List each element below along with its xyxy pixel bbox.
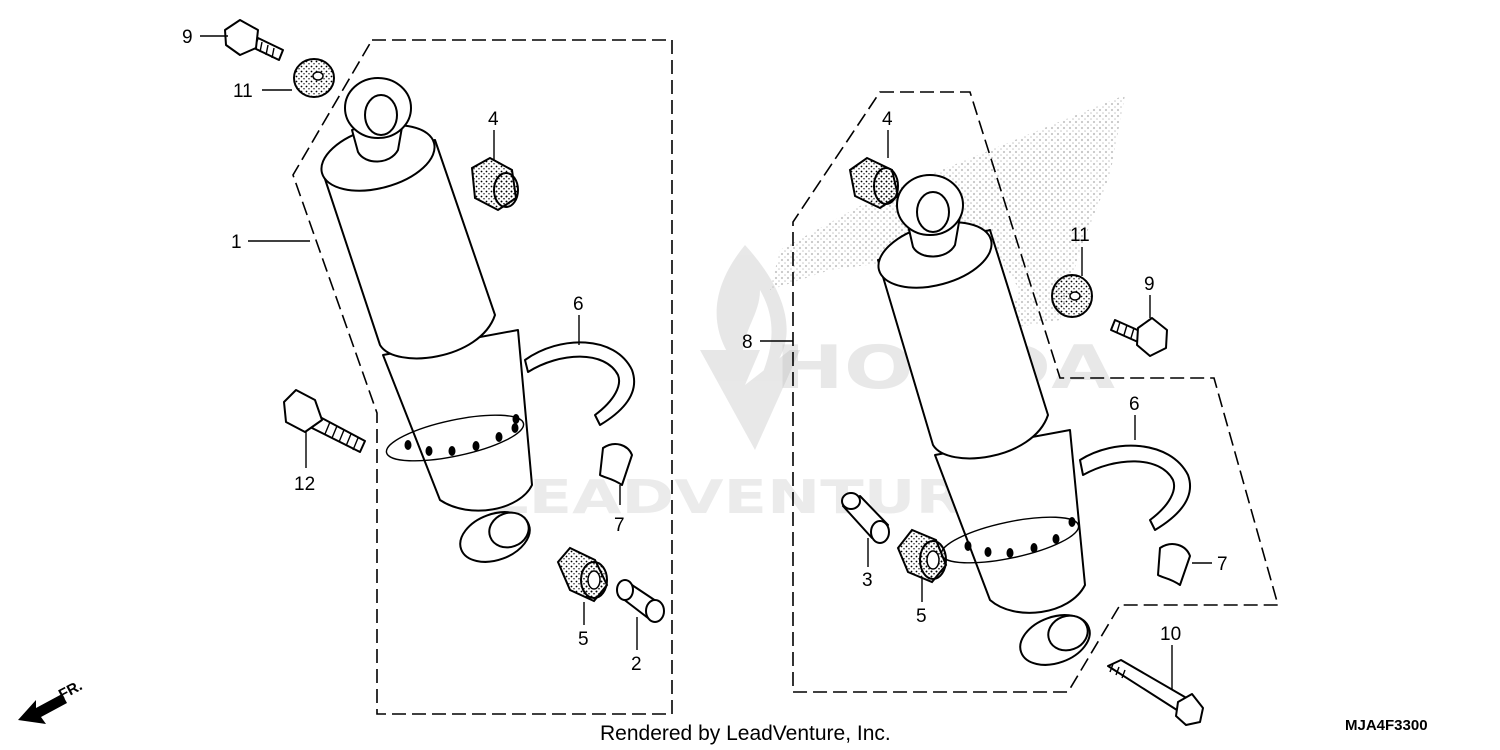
callout-8: 8 (742, 332, 753, 353)
callout-4-right: 4 (882, 109, 893, 130)
right-washer (1051, 274, 1093, 318)
callout-7-left: 7 (614, 515, 625, 536)
callout-9-right: 9 (1144, 274, 1155, 295)
right-collar (841, 492, 890, 544)
callout-11-right: 11 (1070, 225, 1090, 246)
right-rubber-bush-top (848, 156, 900, 210)
callout-10: 10 (1160, 624, 1181, 645)
left-vent-holes (404, 414, 520, 456)
callout-6-left: 6 (573, 294, 584, 315)
right-assembly-boundary (792, 91, 1280, 693)
right-flange-bolt-small (1110, 317, 1168, 357)
callout-3: 3 (862, 570, 873, 591)
front-arrow-icon (18, 694, 67, 724)
diagram-code: MJA4F3300 (1345, 717, 1428, 734)
callout-9-left: 9 (182, 27, 193, 48)
left-washer (293, 58, 335, 98)
right-shock-absorber (877, 174, 1091, 666)
left-rubber-bush-bottom (556, 546, 609, 603)
left-flange-bolt-long (283, 389, 366, 453)
callout-6-right: 6 (1129, 394, 1140, 415)
left-flange-bolt-small (224, 19, 284, 61)
leadventure-watermark-text: LEADVENTURE (488, 470, 1008, 524)
right-rubber-bush-bottom (896, 528, 948, 584)
right-band-strip (1079, 444, 1191, 531)
callout-5-left: 5 (578, 629, 589, 650)
callout-1: 1 (231, 232, 242, 253)
leadventure-logo-watermark (700, 245, 800, 450)
callout-5-right: 5 (916, 606, 927, 627)
leader-lines (200, 35, 1212, 690)
left-collar (616, 579, 665, 623)
callout-11-left: 11 (233, 81, 253, 102)
left-assembly-boundary (292, 39, 673, 715)
callout-12: 12 (294, 474, 315, 495)
right-vent-holes (964, 517, 1076, 558)
right-flange-bolt-long (1107, 659, 1204, 726)
right-label-sticker (1157, 543, 1191, 586)
left-band-strip (524, 341, 636, 426)
left-rubber-bush-top (470, 156, 519, 212)
front-direction-indicator: FR. (18, 677, 85, 724)
callout-numbers: 9 11 1 4 6 12 7 5 2 4 8 11 9 6 7 3 5 10 (182, 27, 1228, 675)
left-shock-absorber (320, 77, 533, 563)
left-label-sticker (599, 443, 633, 486)
footer-credit: Rendered by LeadVenture, Inc. (600, 722, 891, 745)
callout-4-left: 4 (488, 109, 499, 130)
callout-2: 2 (631, 654, 642, 675)
callout-7-right: 7 (1217, 554, 1228, 575)
